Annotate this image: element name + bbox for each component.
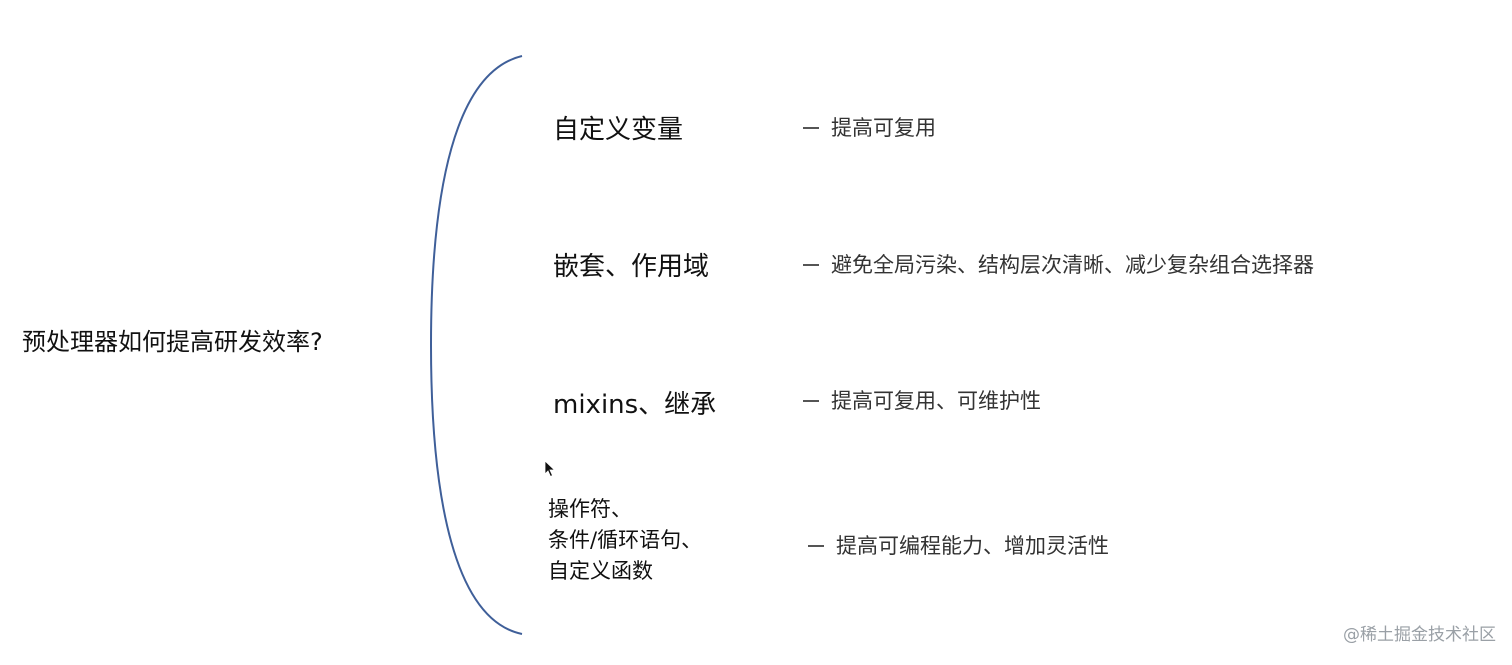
benefit-nesting-scope: 避免全局污染、结构层次清晰、减少复杂组合选择器 xyxy=(803,250,1314,280)
dash-icon xyxy=(803,399,819,402)
watermark: @稀土掘金技术社区 xyxy=(1343,625,1496,645)
branch-custom-variables: 自定义变量 xyxy=(553,115,684,145)
root-topic: 预处理器如何提高研发效率? xyxy=(22,328,323,356)
benefit-mixins-inheritance: 提高可复用、可维护性 xyxy=(803,386,1041,416)
branch-line: 自定义函数 xyxy=(548,559,653,583)
branch-nesting-scope: 嵌套、作用域 xyxy=(553,252,710,282)
benefit-custom-variables: 提高可复用 xyxy=(803,113,936,143)
benefit-text: 避免全局污染、结构层次清晰、减少复杂组合选择器 xyxy=(831,253,1314,277)
dash-icon xyxy=(803,263,819,266)
branch-line: 条件/循环语句、 xyxy=(548,528,703,552)
benefit-text: 提高可复用 xyxy=(831,116,936,140)
dash-icon xyxy=(803,126,819,129)
dash-icon xyxy=(808,544,824,547)
branch-operators-functions: 操作符、 条件/循环语句、 自定义函数 xyxy=(548,494,702,587)
benefit-text: 提高可复用、可维护性 xyxy=(831,389,1041,413)
benefit-operators-functions: 提高可编程能力、增加灵活性 xyxy=(808,531,1109,561)
benefit-text: 提高可编程能力、增加灵活性 xyxy=(836,534,1109,558)
branch-mixins-inheritance: mixins、继承 xyxy=(553,390,717,420)
mouse-pointer-icon xyxy=(544,460,556,478)
branch-line: 操作符、 xyxy=(548,497,632,521)
